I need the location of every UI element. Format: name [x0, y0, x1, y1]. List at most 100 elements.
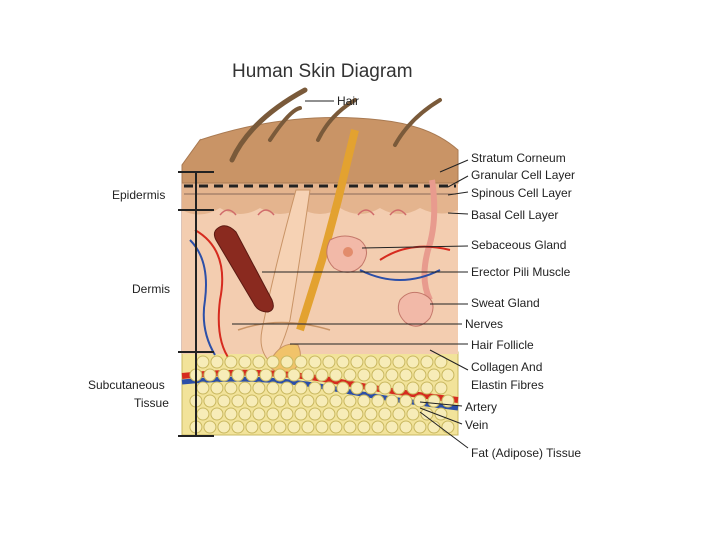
fat-cell — [372, 369, 384, 381]
fat-cell — [260, 421, 272, 433]
fat-cell — [232, 395, 244, 407]
fat-cell — [302, 395, 314, 407]
fat-cell — [302, 369, 314, 381]
sebaceous-lobule — [343, 247, 353, 257]
fat-cell — [330, 395, 342, 407]
label-tissue: Tissue — [134, 396, 169, 410]
fat-cell — [316, 421, 328, 433]
label-nerves: Nerves — [465, 317, 503, 331]
fat-cell — [295, 382, 307, 394]
fat-cell — [225, 382, 237, 394]
fat-cell — [204, 395, 216, 407]
label-subcutaneous: Subcutaneous — [88, 378, 165, 392]
fat-cell — [288, 369, 300, 381]
fat-cell — [267, 382, 279, 394]
fat-cell — [379, 356, 391, 368]
fat-cell — [218, 395, 230, 407]
fat-cell — [295, 408, 307, 420]
fat-cell — [421, 356, 433, 368]
label-hair: Hair — [337, 94, 359, 108]
stratum-corneum-layer — [182, 118, 458, 184]
fat-cell — [442, 421, 454, 433]
fat-cell — [274, 369, 286, 381]
fat-cell — [351, 408, 363, 420]
fat-cell — [316, 369, 328, 381]
fat-cell — [365, 356, 377, 368]
label-collagen: Collagen And — [471, 360, 542, 374]
fat-cell — [323, 408, 335, 420]
fat-cell — [421, 382, 433, 394]
fat-cell — [351, 382, 363, 394]
fat-cell — [218, 369, 230, 381]
fat-cell — [344, 395, 356, 407]
fat-cell — [253, 382, 265, 394]
fat-cell — [211, 356, 223, 368]
label-spinous-cell-layer: Spinous Cell Layer — [471, 186, 572, 200]
label-hair-follicle: Hair Follicle — [471, 338, 534, 352]
fat-cell — [225, 356, 237, 368]
fat-cell — [197, 408, 209, 420]
fat-cell — [309, 382, 321, 394]
fat-cell — [323, 356, 335, 368]
fat-cell — [204, 369, 216, 381]
fat-cell — [358, 395, 370, 407]
fat-cell — [344, 421, 356, 433]
label-elastin-fibres: Elastin Fibres — [471, 378, 544, 392]
fat-cell — [330, 369, 342, 381]
fat-cell — [337, 408, 349, 420]
diagram-title: Human Skin Diagram — [232, 60, 413, 84]
fat-cell — [358, 421, 370, 433]
fat-cell — [295, 356, 307, 368]
fat-cell — [274, 395, 286, 407]
fat-cell — [246, 421, 258, 433]
fat-cell — [260, 369, 272, 381]
fat-cell — [337, 356, 349, 368]
fat-cell — [246, 369, 258, 381]
fat-cell — [323, 382, 335, 394]
label-vein: Vein — [465, 418, 488, 432]
fat-cell — [281, 356, 293, 368]
fat-cell — [379, 408, 391, 420]
fat-cell — [281, 382, 293, 394]
fat-cell — [211, 382, 223, 394]
fat-cell — [435, 382, 447, 394]
fat-cell — [372, 421, 384, 433]
fat-cell — [225, 408, 237, 420]
fat-cell — [344, 369, 356, 381]
label-fat-tissue: Fat (Adipose) Tissue — [471, 446, 581, 460]
fat-cell — [211, 408, 223, 420]
fat-cell — [400, 369, 412, 381]
fat-cell — [239, 356, 251, 368]
label-granular-cell-layer: Granular Cell Layer — [471, 168, 575, 182]
fat-cell — [288, 421, 300, 433]
fat-cell — [309, 408, 321, 420]
fat-cell — [309, 356, 321, 368]
fat-cell — [386, 369, 398, 381]
fat-cell — [393, 356, 405, 368]
label-stratum-corneum: Stratum Corneum — [471, 151, 566, 165]
fat-cell — [197, 382, 209, 394]
label-dermis: Dermis — [132, 282, 170, 296]
label-sebaceous-gland: Sebaceous Gland — [471, 238, 566, 252]
fat-cell — [260, 395, 272, 407]
fat-cell — [218, 421, 230, 433]
fat-cell — [267, 408, 279, 420]
fat-cell — [407, 356, 419, 368]
fat-cell — [386, 395, 398, 407]
fat-cell — [407, 408, 419, 420]
fat-cell — [428, 395, 440, 407]
fat-cell — [414, 369, 426, 381]
label-sweat-gland: Sweat Gland — [471, 296, 540, 310]
fat-cell — [239, 382, 251, 394]
fat-cell — [372, 395, 384, 407]
fat-cell — [232, 421, 244, 433]
fat-cell — [204, 421, 216, 433]
fat-cell — [442, 369, 454, 381]
fat-cell — [281, 408, 293, 420]
fat-cell — [365, 382, 377, 394]
fat-cell — [414, 395, 426, 407]
fat-cell — [379, 382, 391, 394]
fat-cell — [253, 356, 265, 368]
fat-cell — [407, 382, 419, 394]
fat-cell — [316, 395, 328, 407]
